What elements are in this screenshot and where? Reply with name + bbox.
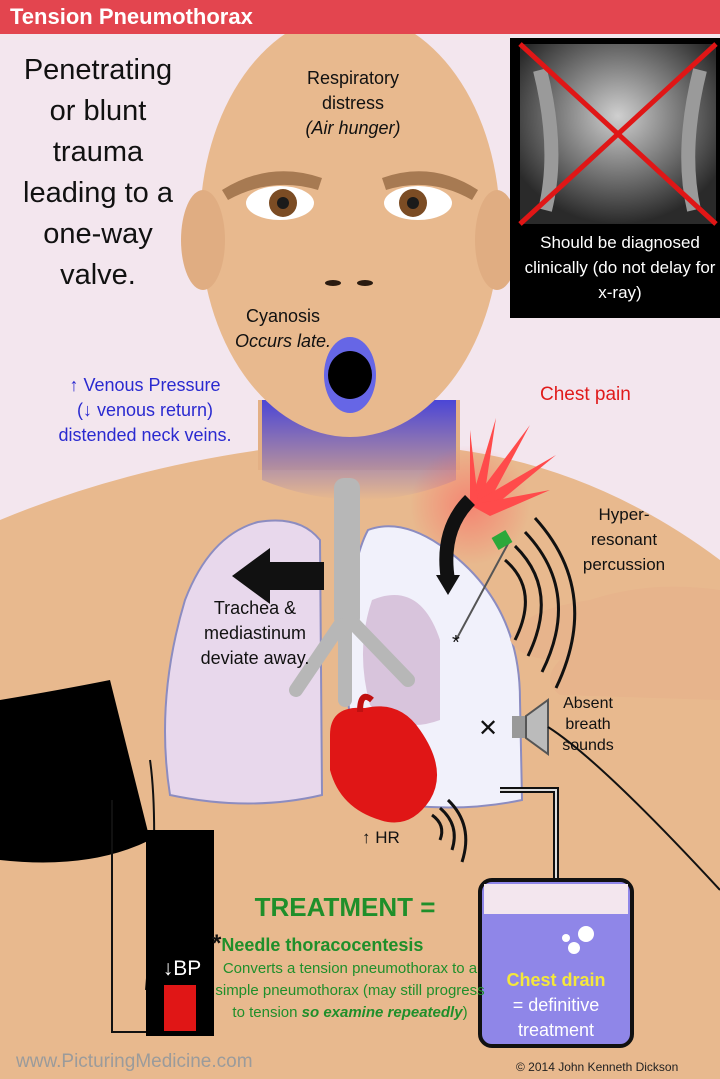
label-xray-note: Should be diagnosed clinically (do not d… [524,233,716,302]
stethoscope-speaker [512,716,526,738]
needle [455,539,511,641]
label-chest-pain: Chest pain [540,384,631,405]
label-hyper-resonant: Hyper-resonant percussion [582,505,666,574]
airflow-arrow [439,495,476,582]
treatment-needle-label: Needle thoracocentesis [221,935,424,955]
deviation-arrow [232,548,324,604]
treatment-close: ) [462,1004,468,1021]
respiratory-line1: Respiratory distress [306,68,400,113]
label-trachea-deviation: Trachea & mediastinum deviate away. [200,598,310,668]
xray-cross [518,42,718,226]
chest-drain-rest: = definitive treatment [512,995,600,1040]
intro-text: Penetrating or blunt trauma leading to a… [23,54,173,291]
label-cyanosis: Cyanosis Occurs late. [228,304,338,354]
label-chest-drain: Chest drain = definitive treatment [488,968,624,1043]
venous-line2: (↓ venous return) [76,400,214,420]
label-absent-breath: Absent breath sounds [562,695,614,754]
label-heart-rate: ↑ HR [362,828,400,847]
label-venous-pressure: ↑ Venous Pressure (↓ venous return) dist… [30,373,260,448]
venous-line1: ↑ Venous Pressure [69,375,221,395]
treatment-needle: *Needle thoracocentesis [212,930,502,958]
page-title: Tension Pneumothorax [0,0,720,34]
lung-left [164,519,324,805]
bp-level [164,985,196,1031]
ear-right [475,190,519,290]
heart [330,706,438,823]
needle-site-marker: * [452,632,460,654]
respiratory-line2: (Air hunger) [305,118,401,138]
bronchi [289,618,415,707]
mouth [328,351,372,399]
treatment-description: Converts a tension pneumothorax to a sim… [210,958,490,1024]
treatment-examine: so examine repeatedly [301,1004,463,1021]
brow-left [222,171,322,200]
cyanosis-line1: Cyanosis [245,306,321,326]
copyright: © 2014 John Kenneth Dickson [516,1060,679,1074]
label-blood-pressure: ↓BP [162,957,202,980]
percussion-waves [504,516,577,689]
treatment-asterisk: * [212,930,222,957]
chest-drain-title: Chest drain [506,970,606,990]
label-respiratory-distress: Respiratory distress (Air hunger) [278,66,428,141]
head [200,13,500,437]
venous-line3: distended neck veins. [58,425,232,445]
collapsed-lung [362,595,440,725]
treatment-converts: Converts a tension pneumothorax to a sim… [215,960,485,1021]
website-link[interactable]: www.PicturingMedicine.com [16,1051,253,1072]
cyanosis-line2: Occurs late. [234,331,332,351]
absent-breath-marker: ✕ [478,715,499,742]
treatment-heading: TREATMENT = [254,892,436,922]
ear-left [181,190,225,290]
trachea [334,478,360,628]
chest-pain-rays [470,418,556,516]
brow-right [382,171,478,200]
drain-bottle [478,878,634,1048]
hr-waves [431,798,468,863]
